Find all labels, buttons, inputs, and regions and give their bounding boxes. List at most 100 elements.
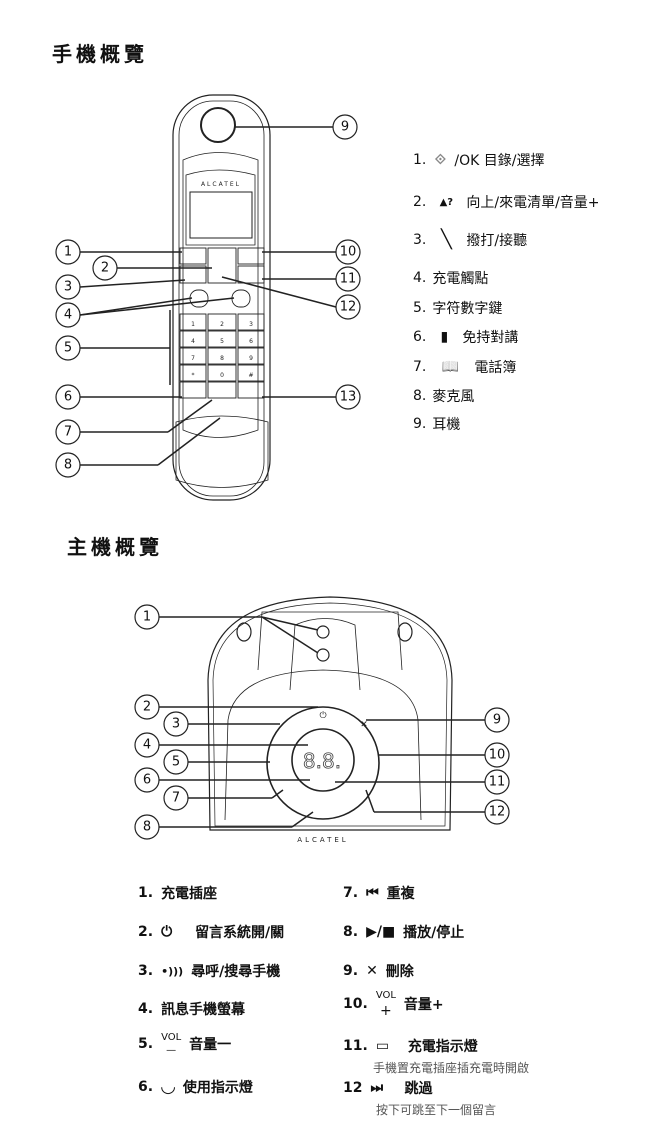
- power-icon: ⏻: [161, 924, 173, 940]
- vol-minus-icon: VOL—: [161, 1032, 182, 1056]
- base-legend-11: 11.▭充電指示燈: [343, 1038, 478, 1055]
- svg-text:9: 9: [341, 120, 349, 135]
- base-legend-7: 7.⏮重複: [343, 885, 415, 902]
- base-callout-7: 7: [163, 785, 189, 811]
- base-overview-title: 主機概覽: [67, 535, 163, 559]
- base-callout-3: 3: [163, 711, 189, 737]
- callout-3: 3: [55, 274, 81, 300]
- svg-text:5: 5: [64, 341, 72, 356]
- svg-text:10: 10: [489, 748, 506, 763]
- base-legend-6: 6.◡使用指示燈: [138, 1076, 253, 1097]
- key-1: 1: [191, 321, 195, 328]
- base-legend-12-note: 按下可跳至下一個留言: [376, 1103, 497, 1117]
- base-callout-9: 9: [484, 707, 510, 733]
- svg-text:5: 5: [172, 755, 180, 770]
- handset-brand: ALCATEL: [201, 181, 241, 188]
- base-legend-12: 12⏭跳過: [343, 1080, 433, 1097]
- svg-text:12: 12: [489, 805, 506, 820]
- svg-text:13: 13: [340, 390, 357, 405]
- handset-body: [172, 94, 271, 501]
- key-8: 8: [220, 355, 224, 362]
- handset-legend-1: 1.⟐/OK 目錄/選擇: [413, 152, 545, 169]
- svg-text:4: 4: [143, 738, 151, 753]
- dial-delete-icon: ✕: [360, 720, 368, 730]
- delete-icon: ✕: [366, 963, 378, 979]
- base-callout-8: 8: [134, 814, 160, 840]
- key-star: *: [192, 372, 195, 379]
- base-callout-2: 2: [134, 694, 160, 720]
- callout-8: 8: [55, 452, 81, 478]
- handset-overview-title: 手機概覽: [52, 42, 148, 66]
- svg-text:11: 11: [489, 775, 506, 790]
- svg-text:3: 3: [64, 280, 72, 295]
- key-7: 7: [191, 355, 195, 362]
- svg-text:8: 8: [143, 820, 151, 835]
- in-use-icon: ◡: [161, 1076, 175, 1097]
- handset-legend-6: 6.▮免持對講: [413, 329, 519, 346]
- key-6: 6: [249, 338, 253, 345]
- lcd-ring: [291, 728, 355, 792]
- repeat-icon: ⏮: [366, 885, 379, 901]
- base-legend-1: 1.充電插座: [138, 885, 218, 902]
- battery-icon: ▭: [375, 1038, 390, 1054]
- callout-10: 10: [335, 239, 361, 265]
- handset-legend-8: 8.麥克風: [413, 388, 475, 405]
- svg-text:1: 1: [143, 610, 151, 625]
- control-dial: [266, 706, 380, 820]
- callout-12: 12: [335, 294, 361, 320]
- handset-legend-2: 2.▲?向上/來電清單/音量+: [413, 194, 600, 211]
- svg-text:12: 12: [340, 300, 357, 315]
- nav-ok-icon: ⟐: [434, 152, 446, 168]
- base-brand: ALCATEL: [297, 836, 348, 844]
- svg-text:2: 2: [101, 261, 109, 276]
- page-icon: •))): [161, 964, 184, 978]
- svg-text:4: 4: [64, 308, 72, 323]
- callout-11: 11: [335, 266, 361, 292]
- callout-9: 9: [332, 114, 358, 140]
- base-legend-8: 8.▶/■播放/停止: [343, 924, 465, 941]
- handset-legend-7: 7.📖電話簿: [413, 359, 517, 376]
- svg-text:6: 6: [143, 773, 151, 788]
- base-legend-4: 4.訊息手機螢幕: [138, 1001, 246, 1018]
- base-legend-2: 2.⏻留言系統開/關: [138, 924, 285, 941]
- callout-1: 1: [55, 239, 81, 265]
- base-callout-11: 11: [484, 769, 510, 795]
- base-legend-5: 5.VOL—音量一: [138, 1032, 232, 1056]
- svg-text:6: 6: [64, 390, 72, 405]
- handsfree-icon: ▮: [440, 329, 449, 345]
- callout-5: 5: [55, 335, 81, 361]
- base-legend-3: 3.•)))尋呼/搜尋手機: [138, 963, 281, 980]
- vol-plus-icon: VOL+: [375, 990, 396, 1019]
- callout-7: 7: [55, 419, 81, 445]
- key-2: 2: [220, 321, 224, 328]
- key-3: 3: [249, 321, 253, 328]
- callout-4: 4: [55, 302, 81, 328]
- lcd-display: 8.8.: [303, 749, 341, 773]
- phone-handset-icon: ╲: [440, 229, 452, 250]
- svg-text:1: 1: [64, 245, 72, 260]
- svg-text:3: 3: [172, 717, 180, 732]
- dial-power-icon: ⏻: [319, 710, 326, 721]
- key-5: 5: [220, 338, 224, 345]
- charging-contact: [316, 625, 330, 639]
- callout-2: 2: [92, 255, 118, 281]
- callout-13: 13: [335, 384, 361, 410]
- handset-legend-9: 9.耳機: [413, 416, 461, 433]
- base-callout-5: 5: [163, 749, 189, 775]
- svg-text:7: 7: [64, 425, 72, 440]
- svg-text:8: 8: [64, 458, 72, 473]
- base-diagram: 8.8. ⏻ ✕ ALCATEL 1 2 3 4 5 6 7 8 9: [134, 596, 510, 844]
- svg-text:2: 2: [143, 700, 151, 715]
- skip-icon: ⏭: [370, 1080, 384, 1096]
- key-0: 0: [220, 372, 224, 379]
- base-legend-10: 10.VOL+音量+: [343, 990, 444, 1019]
- handset-legend-4: 4.充電觸點: [413, 270, 489, 287]
- base-callout-12: 12: [484, 799, 510, 825]
- callout-6: 6: [55, 384, 81, 410]
- base-callout-10: 10: [484, 742, 510, 768]
- play-stop-icon: ▶/■: [366, 924, 396, 940]
- up-caller-icon: ▲?: [439, 196, 454, 208]
- handset-screen: [189, 191, 253, 239]
- key-9: 9: [249, 355, 253, 362]
